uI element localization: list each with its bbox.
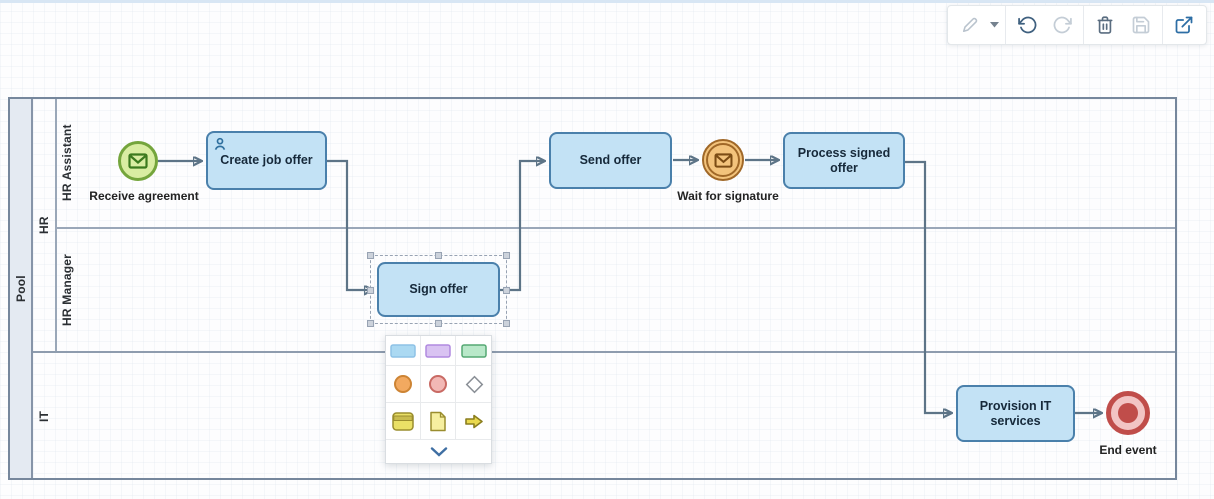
lane-label-hr-assistant[interactable]: HR Assistant <box>60 124 74 202</box>
event-label: Wait for signature <box>677 189 779 203</box>
lane-label-divider <box>55 99 57 351</box>
window-top-edge <box>0 0 1214 3</box>
save-button[interactable] <box>1123 9 1159 41</box>
task-process-signed-offer[interactable]: Process signed offer <box>783 132 905 189</box>
resize-handle-s[interactable] <box>435 320 442 327</box>
lane-label-hr-manager[interactable]: HR Manager <box>60 254 74 327</box>
editor-toolbar <box>947 5 1207 45</box>
event-orange-icon[interactable] <box>386 366 421 403</box>
undo-button[interactable] <box>1009 9 1045 41</box>
chevron-down-icon[interactable] <box>386 440 491 463</box>
task-provision-it-services[interactable]: Provision IT services <box>956 385 1075 442</box>
pool-container[interactable] <box>8 97 1177 480</box>
resize-handle-sw[interactable] <box>367 320 374 327</box>
end-event-core <box>1118 403 1138 423</box>
resize-handle-se[interactable] <box>503 320 510 327</box>
data-store-yellow-icon[interactable] <box>386 403 421 440</box>
trash-icon <box>1097 16 1113 34</box>
arrow-right-gold-icon[interactable] <box>456 403 491 440</box>
pool-label-strip[interactable] <box>10 99 33 478</box>
envelope-icon <box>128 153 148 169</box>
pencil-icon <box>962 17 978 33</box>
intermediate-inner-ring <box>706 143 740 177</box>
redo-icon <box>1053 16 1072 34</box>
user-icon <box>213 137 227 154</box>
task-blue-icon[interactable] <box>386 336 421 366</box>
task-create-job-offer[interactable]: Create job offer <box>206 131 327 190</box>
resize-handle-n[interactable] <box>435 252 442 259</box>
redo-button[interactable] <box>1045 9 1081 41</box>
message-start-event[interactable] <box>118 141 158 181</box>
pool-label[interactable]: Pool <box>14 275 28 302</box>
event-label: Receive agreement <box>89 189 199 203</box>
resize-handle-ne[interactable] <box>503 252 510 259</box>
event-red-icon[interactable] <box>421 366 456 403</box>
toolbar-separator <box>1162 6 1164 44</box>
element-palette-popup <box>385 335 492 464</box>
lane-divider-hr-it <box>33 351 1175 353</box>
task-label: Create job offer <box>220 153 313 168</box>
palette-grid <box>386 336 491 440</box>
gateway-diamond-icon[interactable] <box>456 366 491 403</box>
message-intermediate-catch-event[interactable] <box>702 139 744 181</box>
sequence-flow[interactable] <box>500 161 544 292</box>
task-label: Send offer <box>579 153 642 168</box>
floppy-disk-icon <box>1132 16 1150 34</box>
lane-label-hr[interactable]: HR <box>37 216 51 234</box>
resize-handle-nw[interactable] <box>367 252 374 259</box>
caret-down-icon <box>990 22 1000 28</box>
task-label: Sign offer <box>409 282 468 297</box>
task-green-icon[interactable] <box>456 336 491 366</box>
toolbar-separator <box>1004 6 1006 44</box>
lane-label-it[interactable]: IT <box>37 410 51 422</box>
end-event[interactable] <box>1106 391 1150 435</box>
resize-handle-w[interactable] <box>367 287 374 294</box>
task-sign-offer[interactable]: Sign offer <box>377 262 500 317</box>
envelope-icon <box>714 152 732 168</box>
sequence-flow[interactable] <box>905 160 951 413</box>
task-send-offer[interactable]: Send offer <box>549 132 672 189</box>
edit-tool-caret[interactable] <box>988 9 1002 41</box>
task-label: Provision IT services <box>979 399 1052 428</box>
external-link-icon <box>1175 16 1193 34</box>
open-external-button[interactable] <box>1166 9 1202 41</box>
sequence-flow[interactable] <box>327 159 372 290</box>
resize-handle-e[interactable] <box>503 287 510 294</box>
undo-icon <box>1017 16 1037 34</box>
document-yellow-icon[interactable] <box>421 403 456 440</box>
task-purple-icon[interactable] <box>421 336 456 366</box>
edit-tool-button[interactable] <box>952 9 988 41</box>
task-label: Process signed offer <box>797 146 891 175</box>
event-label: End event <box>1099 443 1157 457</box>
sublane-divider <box>56 227 1175 229</box>
toolbar-separator <box>1083 6 1085 44</box>
delete-button[interactable] <box>1087 9 1123 41</box>
